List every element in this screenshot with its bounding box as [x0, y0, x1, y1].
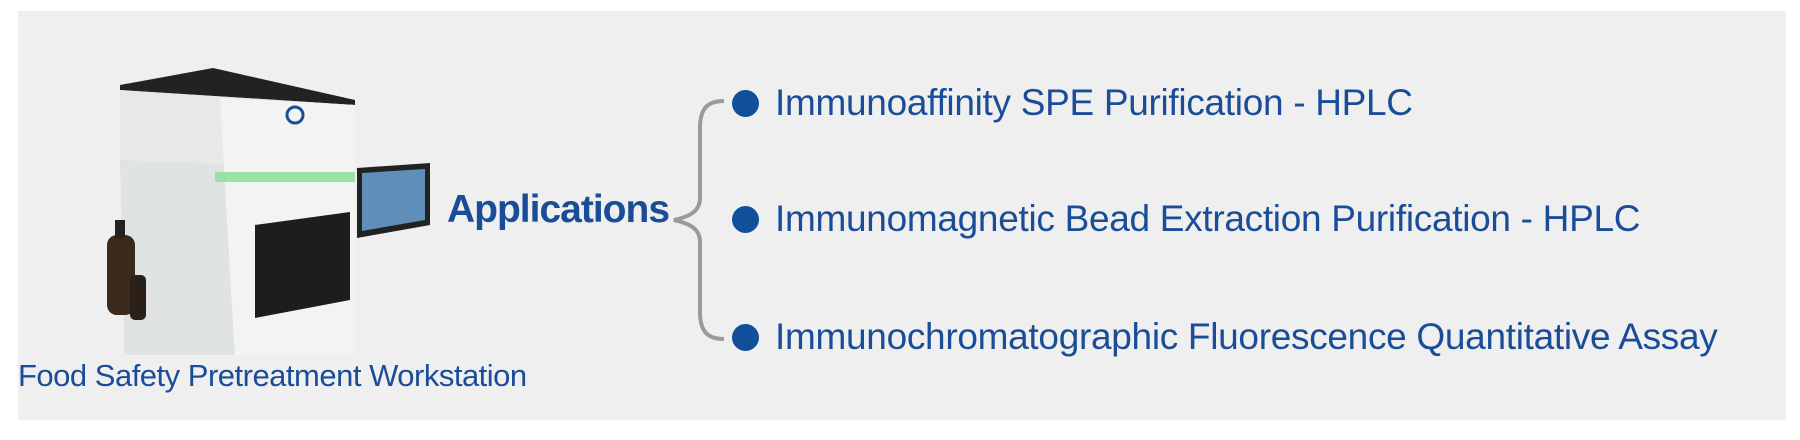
bullet-icon [732, 205, 759, 233]
workstation-image [107, 68, 430, 355]
status-light-bar [215, 172, 355, 182]
application-label: Immunomagnetic Bead Extraction Purificat… [775, 198, 1641, 239]
application-item: Immunochromatographic Fluorescence Quant… [732, 316, 1718, 358]
product-caption: Food Safety Pretreatment Workstation [18, 358, 527, 393]
brace-connector [673, 99, 725, 341]
application-item: Immunoaffinity SPE Purification - HPLC [732, 82, 1413, 124]
applications-heading: Applications [447, 188, 670, 231]
bullet-icon [732, 89, 759, 117]
bullet-icon [732, 323, 759, 351]
application-label: Immunoaffinity SPE Purification - HPLC [775, 82, 1413, 123]
logo-icon [285, 105, 305, 125]
application-item: Immunomagnetic Bead Extraction Purificat… [732, 198, 1640, 240]
application-label: Immunochromatographic Fluorescence Quant… [775, 316, 1718, 357]
